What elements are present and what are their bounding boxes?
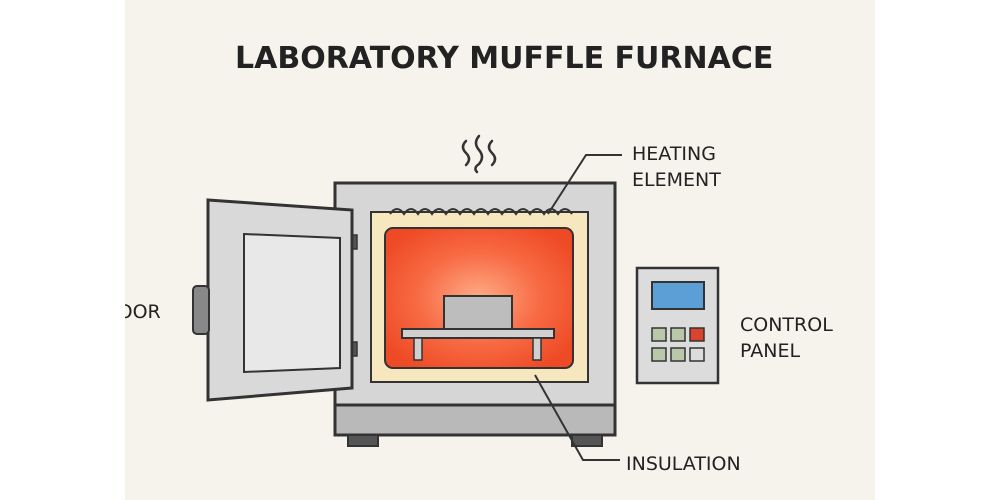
furnace-foot-left [347, 434, 379, 447]
insulation-label: INSULATION [626, 453, 741, 475]
furnace-foot-right [571, 434, 603, 447]
heat-waves-icon [461, 134, 497, 174]
control-button [670, 327, 686, 342]
heating-element [389, 208, 573, 216]
control-button [651, 347, 667, 362]
insulation-leader [534, 374, 620, 461]
heating-element-label-line1: HEATING [632, 143, 716, 165]
control-panel [635, 266, 720, 385]
door-inner-panel [243, 232, 341, 374]
door-label: DOOR [103, 301, 161, 323]
door-handle [192, 285, 210, 335]
control-panel-label-line2: PANEL [740, 340, 800, 362]
control-panel-label-line1: CONTROL [740, 314, 833, 336]
control-button [689, 347, 705, 362]
control-buttons [651, 327, 705, 362]
control-button [670, 347, 686, 362]
control-panel-display [651, 281, 705, 310]
diagram-title: LABORATORY MUFFLE FURNACE [235, 41, 773, 76]
heating-element-leader [547, 154, 622, 215]
sample-block [443, 295, 513, 330]
control-button-red [689, 327, 705, 342]
heating-element-label-line2: ELEMENT [632, 169, 721, 191]
sample-tray [401, 295, 555, 361]
furnace-door [192, 198, 354, 402]
control-button [651, 327, 667, 342]
